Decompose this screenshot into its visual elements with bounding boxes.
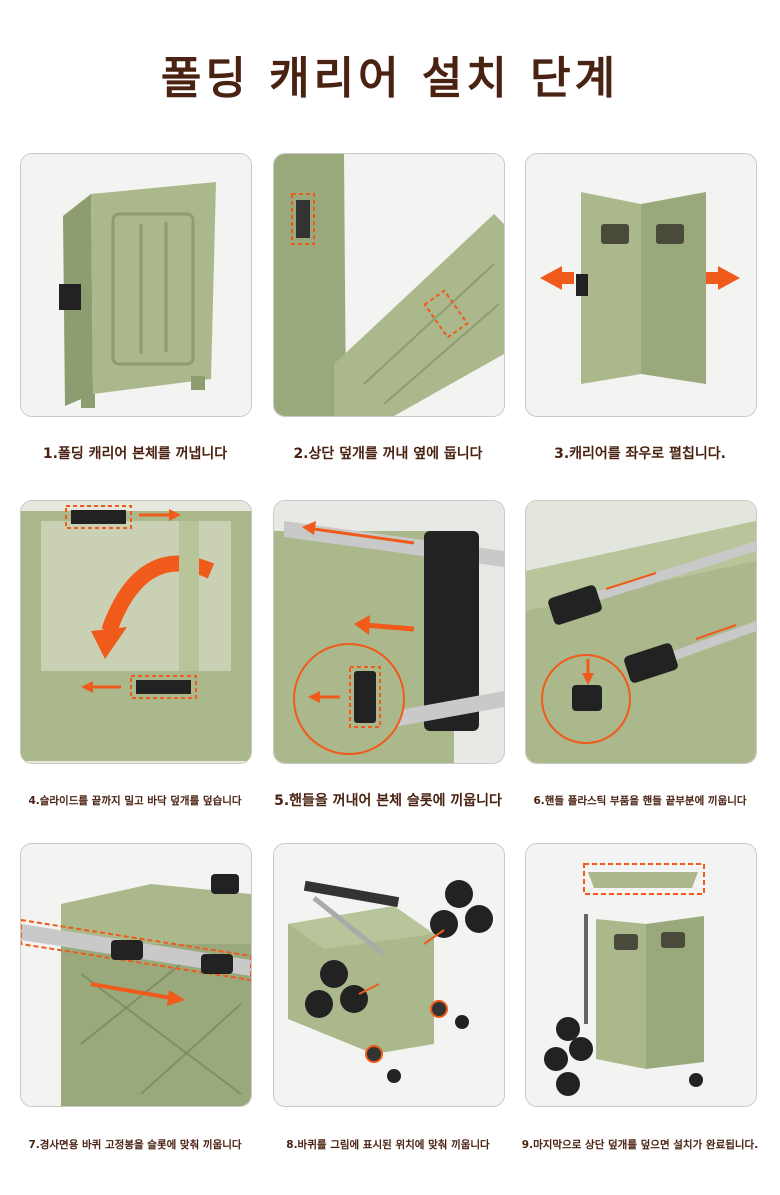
step-7-image	[20, 843, 252, 1107]
step-1-image	[20, 153, 252, 417]
step-4-caption: 4.슬라이드를 끝까지 밀고 바닥 덮개를 덮습니다	[28, 795, 242, 807]
step-4-image	[20, 500, 252, 764]
step-1-caption: 1.폴딩 캐리어 본체를 꺼냅니다	[42, 446, 228, 462]
step-8-caption: 8.바퀴를 그림에 표시된 위치에 맞춰 끼웁니다	[286, 1139, 490, 1151]
step-2-caption: 2.상단 덮개를 꺼내 옆에 둡니다	[293, 446, 483, 462]
step-3-image	[525, 153, 757, 417]
step-5-caption: 5.핸들을 꺼내어 본체 슬롯에 끼웁니다	[274, 793, 502, 809]
step-5-image	[273, 500, 505, 764]
step-9-image	[525, 843, 757, 1107]
step-7-caption: 7.경사면용 바퀴 고정봉을 슬롯에 맞춰 끼웁니다	[28, 1139, 242, 1151]
step-6-caption: 6.핸들 플라스틱 부품을 핸들 끝부분에 끼웁니다	[533, 795, 747, 807]
page-title: 폴딩 캐리어 설치 단계	[160, 53, 620, 104]
step-2-image	[273, 153, 505, 417]
step-9-caption: 9.마지막으로 상단 덮개를 덮으면 설치가 완료됩니다.	[521, 1139, 759, 1151]
step-3-caption: 3.캐리어를 좌우로 펼칩니다.	[554, 446, 726, 462]
step-8-image	[273, 843, 505, 1107]
step-6-image	[525, 500, 757, 764]
